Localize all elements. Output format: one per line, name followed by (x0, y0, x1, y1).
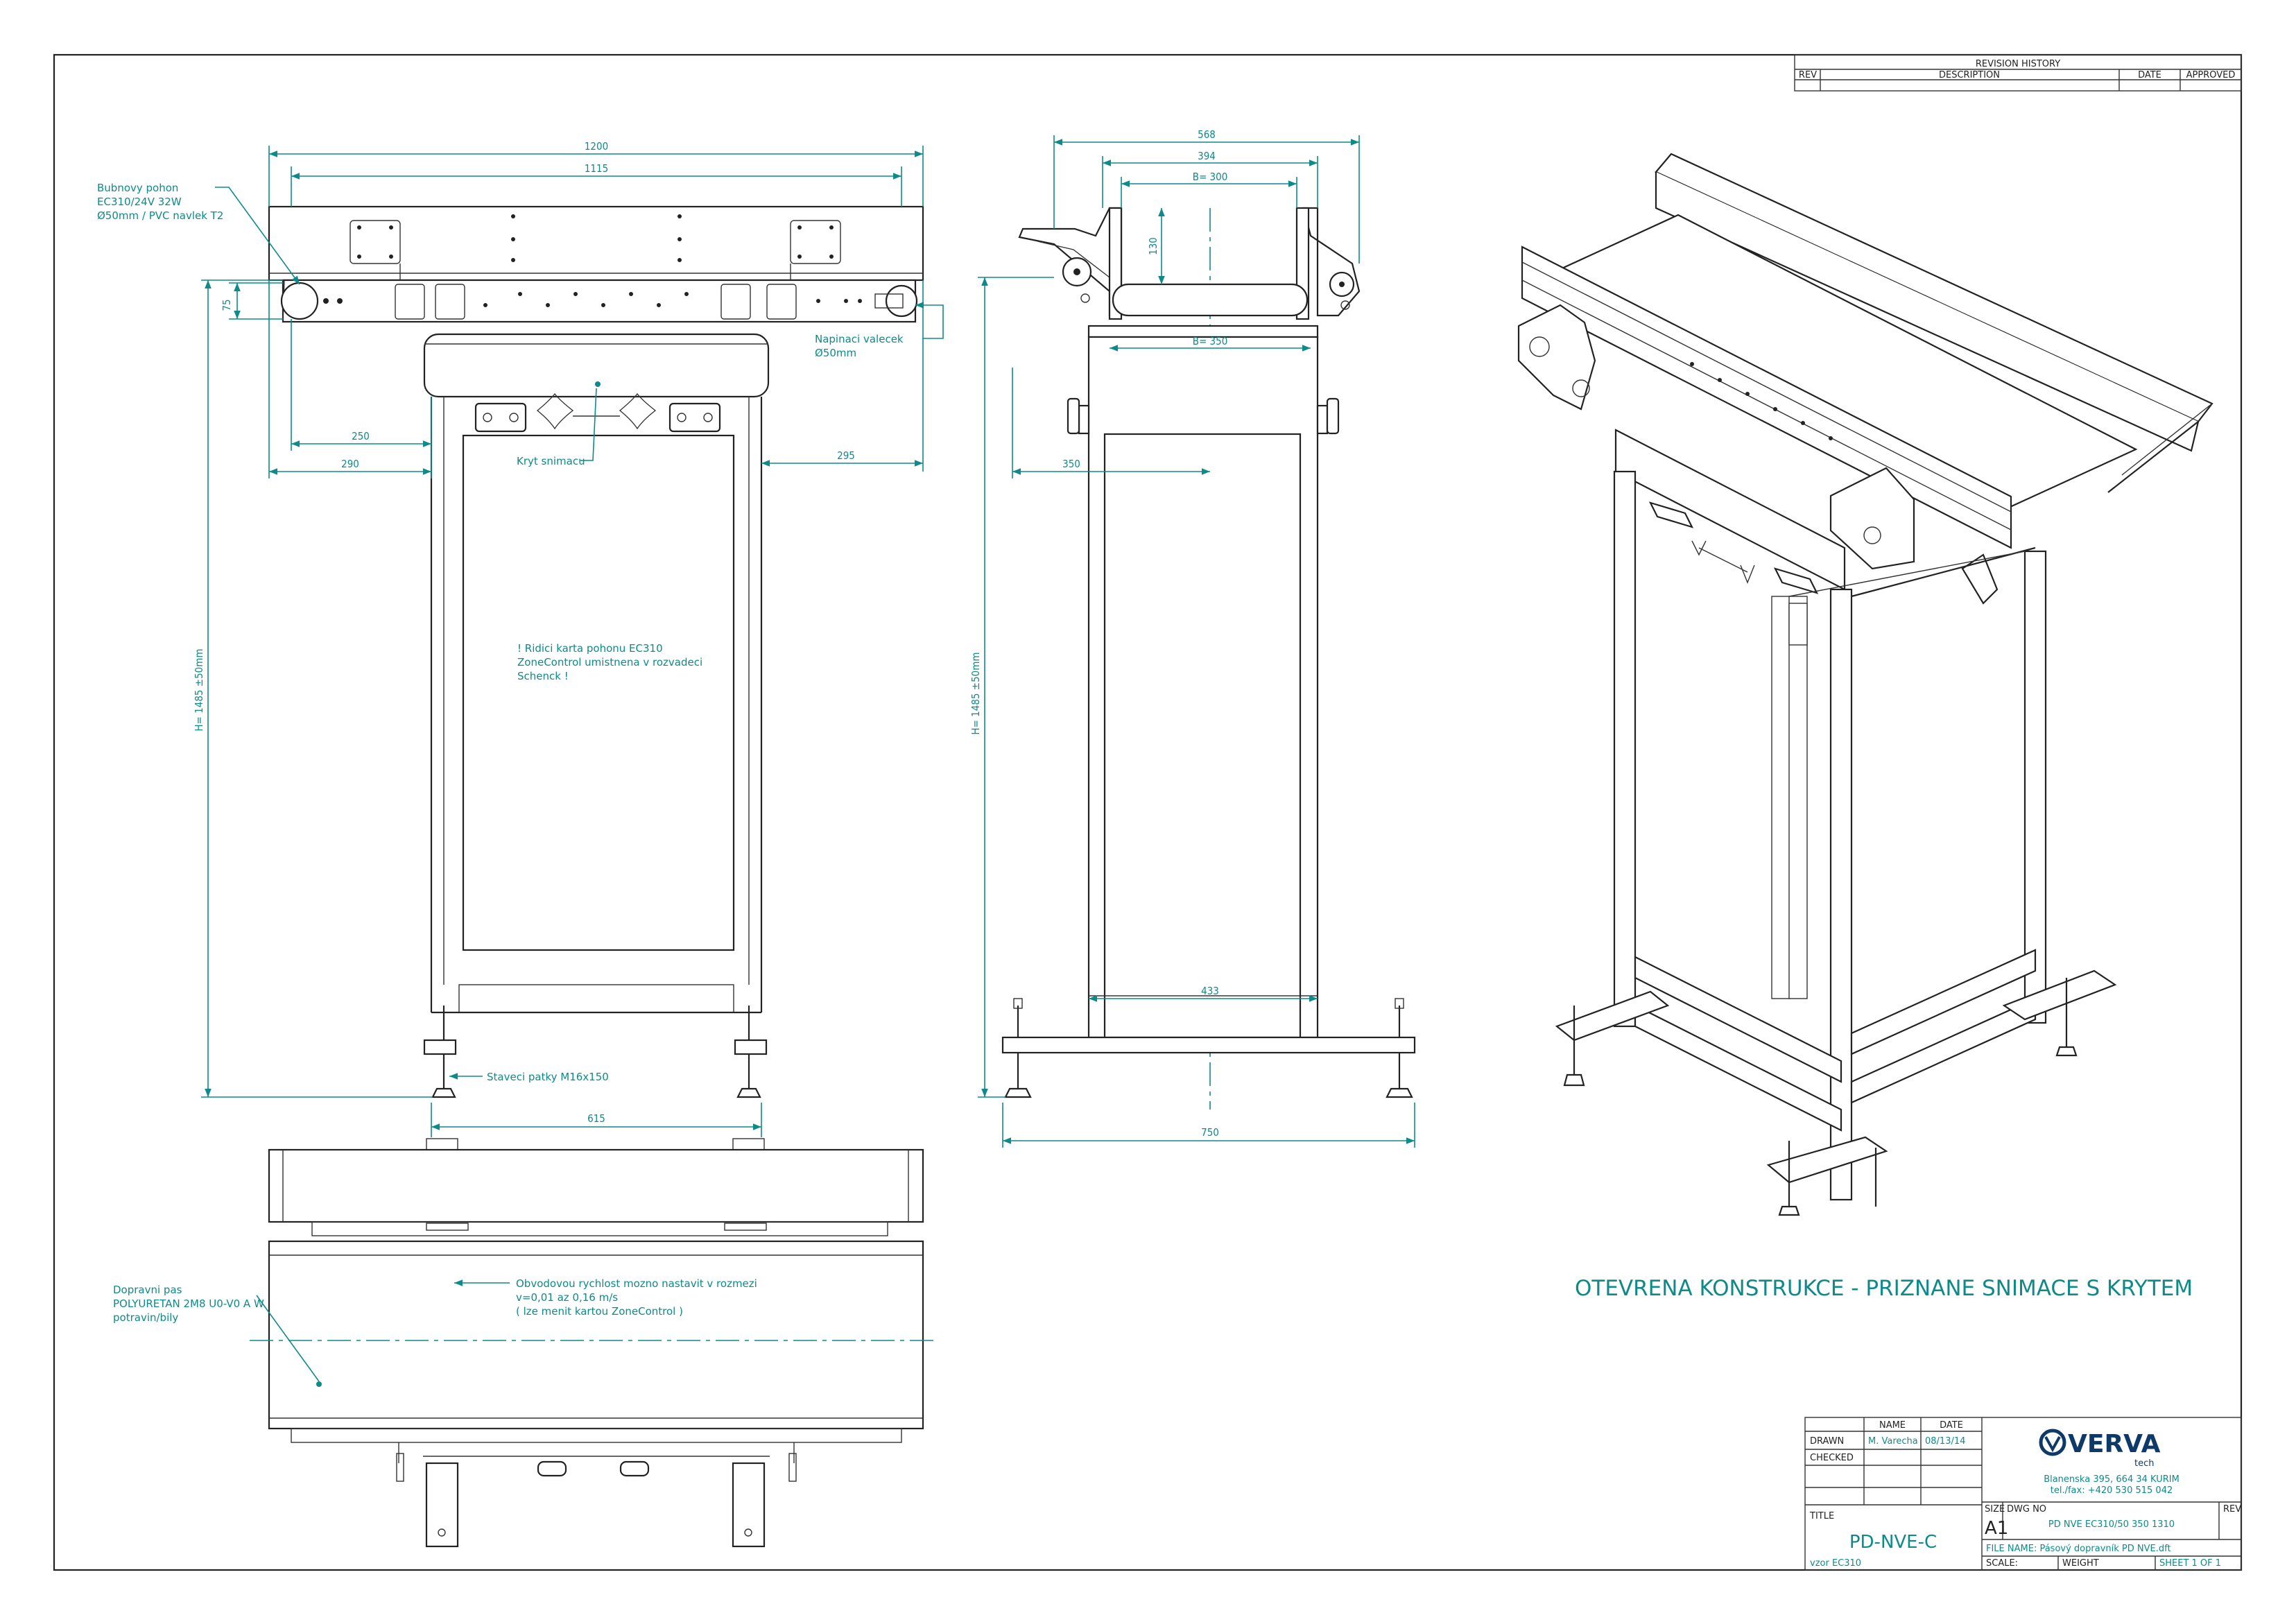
note-belt-l2: POLYURETAN 2M8 U0-V0 A W (113, 1297, 264, 1310)
iso-leg-back-right (2023, 550, 2047, 1024)
front-drive-drum (280, 282, 319, 320)
iso-leg-front-right (1829, 588, 1853, 1201)
verva-logo: VERVA tech (2039, 1429, 2161, 1469)
sheet-border (53, 53, 2243, 1571)
front-right-foot (736, 1087, 761, 1098)
tb-col-name: NAME (1879, 1420, 1906, 1431)
tb-scale-label: SCALE: (1986, 1558, 2018, 1569)
iso-leg-front-left (1613, 470, 1637, 1028)
revision-col-rev: REV (1799, 70, 1817, 80)
note-drive-l1: Bubnovy pohon (97, 182, 178, 194)
side-view: 568 394 B= 300 130 B= 350 350 H= 1485 ±5… (969, 128, 1416, 1148)
tb-sheet-label: SHEET 1 OF 1 (2159, 1558, 2221, 1569)
logo-sub: tech (2134, 1458, 2154, 1469)
dim-side-height: H= 1485 ±50mm (969, 652, 982, 734)
tb-drawn-date: 08/13/14 (1925, 1436, 1965, 1447)
note-speed-l3: ( lze menit kartou ZoneControl ) (516, 1305, 683, 1318)
tb-row-drawn: DRAWN (1810, 1436, 1844, 1447)
front-tension-roller (885, 284, 918, 318)
tb-dwg-label: DWG NO (2007, 1504, 2046, 1515)
tb-weight-label: WEIGHT (2062, 1558, 2099, 1569)
front-view: 1200 1115 75 250 290 295 H= 1485 ±50mm 6… (97, 140, 944, 1137)
side-base (1001, 1036, 1416, 1054)
front-left-foot (431, 1087, 456, 1098)
note-sensor-cover: Kryt snimacu (517, 455, 585, 467)
dim-615: 615 (587, 1112, 605, 1125)
tb-row-checked: CHECKED (1810, 1453, 1854, 1463)
dim-1200: 1200 (585, 140, 608, 153)
front-control-panel (462, 434, 735, 951)
dim-b350: B= 350 (1193, 335, 1228, 347)
title-block: NAME DATE DRAWN M. Varecha 08/13/14 CHEC… (1804, 1417, 2242, 1571)
note-card-l1: ! Ridici karta pohonu EC310 (517, 642, 663, 655)
dim-75: 75 (221, 299, 233, 311)
dim-290: 290 (341, 458, 359, 470)
top-guard-rail (268, 1148, 924, 1223)
top-view: Dopravni pas POLYURETAN 2M8 U0-V0 A W po… (113, 1138, 936, 1548)
dim-350: 350 (1062, 458, 1080, 470)
tb-title-value: PD-NVE-C (1849, 1532, 1937, 1553)
note-speed-l2: v=0,01 az 0,16 m/s (516, 1291, 618, 1304)
dim-295: 295 (837, 449, 855, 462)
side-right-bracket (1302, 207, 1361, 317)
tb-size-label: SIZE (1985, 1504, 2005, 1515)
iso-tension-bracket (1829, 467, 1915, 570)
note-drive-l2: EC310/24V 32W (97, 196, 182, 208)
tb-dwg-value: PD NVE EC310/50 350 1310 (2048, 1519, 2175, 1530)
tb-col-date: DATE (1940, 1420, 1963, 1431)
note-belt-l1: Dopravni pas (113, 1284, 182, 1296)
tb-size-value: A1 (1985, 1518, 2008, 1539)
note-roller-l2: Ø50mm (815, 347, 856, 359)
tb-address-l1: Blanenska 395, 664 34 KURIM (2044, 1474, 2180, 1485)
dim-750: 750 (1201, 1126, 1219, 1139)
tb-address-l2: tel./fax: +420 530 515 042 (2051, 1485, 2173, 1496)
revision-title: REVISION HISTORY (1976, 59, 2060, 69)
note-card-l3: Schenck ! (517, 670, 569, 682)
revision-col-date: DATE (2138, 70, 2161, 80)
note-roller-l1: Napinaci valecek (815, 333, 904, 345)
dim-394: 394 (1198, 150, 1216, 162)
iso-drive-bracket (1517, 304, 1596, 411)
tb-title-label: TITLE (1809, 1511, 1834, 1521)
dim-1115: 1115 (585, 162, 608, 175)
top-belt (268, 1240, 924, 1430)
dim-b300: B= 300 (1193, 171, 1228, 183)
front-guard-rail (268, 205, 924, 282)
dim-front-height: H= 1485 ±50mm (193, 648, 205, 731)
tb-file-name: FILE NAME: Pásový dopravník PD NVE.dft (1986, 1544, 2171, 1554)
revision-col-desc: DESCRIPTION (1939, 70, 2000, 80)
tb-bottom-note: vzor EC310 (1810, 1558, 1861, 1569)
dim-568: 568 (1198, 128, 1216, 141)
revision-history-table: REVISION HISTORY REV DESCRIPTION DATE AP… (1794, 54, 2242, 92)
dim-250: 250 (352, 430, 370, 442)
dim-433: 433 (1201, 985, 1219, 997)
note-belt-l3: potravin/bily (113, 1311, 178, 1324)
isometric-view (1517, 153, 2213, 1216)
note-feet: Staveci patky M16x150 (487, 1071, 609, 1083)
tb-drawn-name: M. Varecha (1868, 1436, 1918, 1447)
iso-sensor-cover (1614, 429, 1846, 591)
logo-text: VERVA (2068, 1430, 2161, 1458)
side-belt-roller (1112, 283, 1309, 317)
note-speed-l1: Obvodovou rychlost mozno nastavit v rozm… (516, 1277, 757, 1290)
dim-130: 130 (1147, 237, 1159, 255)
note-drive-l3: Ø50mm / PVC navlek T2 (97, 209, 223, 222)
front-conveyor-frame (282, 279, 917, 323)
tb-rev-label: REV (2223, 1504, 2241, 1515)
revision-col-approved: APPROVED (2186, 70, 2236, 80)
iso-caption: OTEVRENA KONSTRUKCE - PRIZNANE SNIMACE S… (1575, 1276, 2193, 1301)
note-card-l2: ZoneControl umistnena v rozvadeci (517, 656, 702, 668)
